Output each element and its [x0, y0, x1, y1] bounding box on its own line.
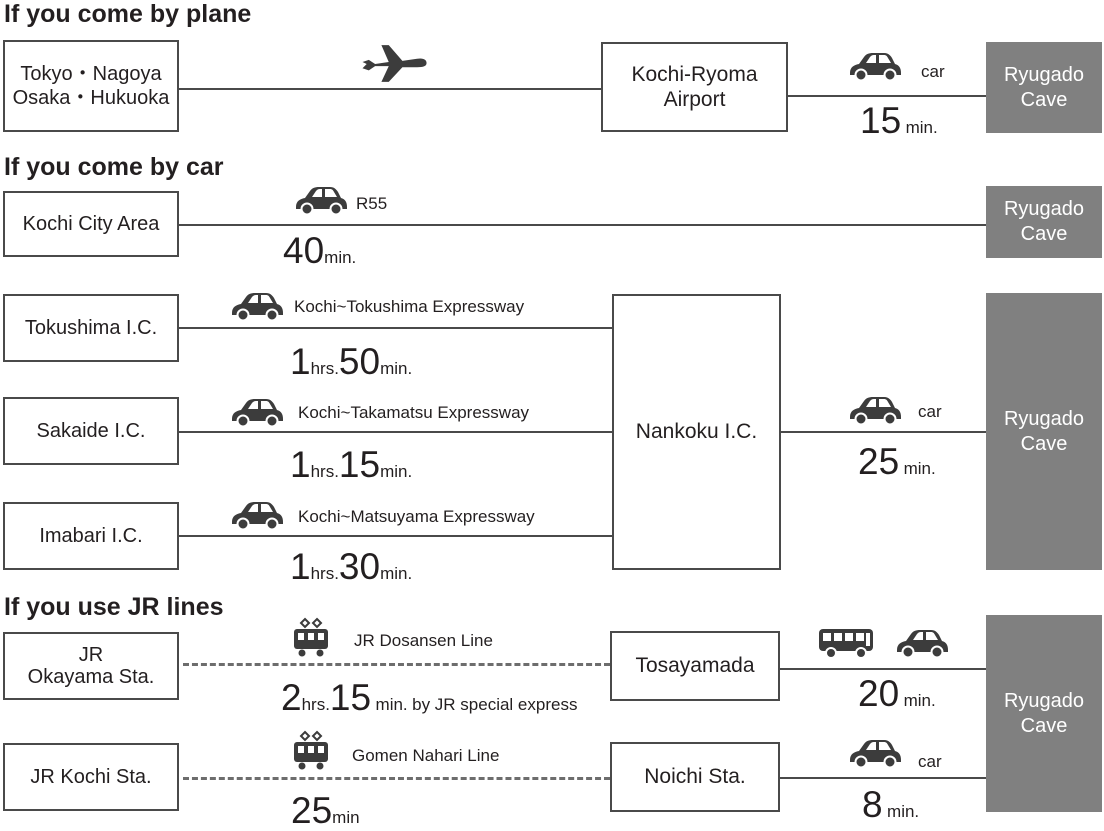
origin-line-1: Tokyo・Nagoya	[20, 63, 162, 85]
car-section-title: If you come by car	[4, 153, 224, 181]
car-icon	[228, 396, 284, 426]
airport-to-cave-line	[788, 95, 986, 97]
car-icon	[846, 50, 902, 80]
origin-box-sakaide: Sakaide I.C.	[3, 397, 179, 465]
car-icon	[228, 290, 284, 320]
plane-time: 15 min.	[860, 100, 938, 141]
kochi-time: 25min	[291, 790, 360, 831]
city-time: 40min.	[283, 230, 357, 271]
sakaide-time: 1hrs.15min.	[290, 444, 413, 485]
line-label-gomen-nahari: Gomen Nahari Line	[352, 746, 500, 765]
jr-section-title: If you use JR lines	[4, 593, 224, 621]
car-icon	[893, 627, 949, 657]
kochi-rail-line	[183, 777, 610, 780]
car-icon	[228, 499, 284, 529]
bus-icon	[817, 627, 875, 659]
route-label-r55: R55	[356, 194, 388, 213]
nankoku-time: 25 min.	[858, 441, 936, 482]
origin-box-jr-kochi: JR Kochi Sta.	[3, 743, 179, 811]
origin-box-jr-okayama: JR Okayama Sta.	[3, 632, 179, 700]
tokushima-time: 1hrs.50min.	[290, 341, 413, 382]
origin-box-kochi-city: Kochi City Area	[3, 191, 179, 257]
okayama-time: 2hrs.15 min. by JR special express	[281, 677, 578, 718]
noichi-to-cave-line	[780, 777, 986, 779]
airplane-icon	[360, 42, 428, 84]
tosayamada-to-cave-line	[780, 668, 986, 670]
origin-box-tokyo-osaka: Tokyo・Nagoya Osaka・Hukuoka	[3, 40, 179, 132]
plane-route-line	[179, 88, 602, 90]
car-icon	[846, 394, 902, 424]
mode-label-car: car	[918, 752, 942, 771]
airport-box: Kochi-Ryoma Airport	[601, 42, 788, 132]
train-icon	[291, 729, 331, 771]
origin-box-imabari: Imabari I.C.	[3, 502, 179, 570]
mode-label-car: car	[921, 62, 945, 81]
mode-label-car: car	[918, 402, 942, 421]
airport-line-1: Kochi-Ryoma	[631, 62, 758, 86]
imabari-time: 1hrs.30min.	[290, 546, 413, 587]
car-icon	[846, 737, 902, 767]
city-route-line	[179, 224, 986, 226]
route-label-tokushima: Kochi~Tokushima Expressway	[294, 297, 525, 316]
plane-section-title: If you come by plane	[4, 0, 252, 28]
route-label-matsuyama: Kochi~Matsuyama Expressway	[298, 507, 535, 526]
noichi-time: 8 min.	[862, 784, 920, 825]
sakaide-route-line	[179, 431, 612, 433]
route-label-takamatsu: Kochi~Takamatsu Expressway	[298, 403, 530, 422]
tosayamada-box: Tosayamada	[610, 631, 780, 701]
okayama-rail-line	[183, 663, 610, 666]
nankoku-to-cave-line	[781, 431, 986, 433]
line-label-dosansen: JR Dosansen Line	[354, 631, 493, 650]
noichi-sta-box: Noichi Sta.	[610, 742, 780, 812]
imabari-route-line	[179, 535, 612, 537]
car-icon	[292, 184, 348, 214]
tosayamada-time: 20 min.	[858, 673, 936, 714]
train-icon	[291, 616, 331, 658]
origin-box-tokushima: Tokushima I.C.	[3, 294, 179, 362]
nankoku-ic-box: Nankoku I.C.	[612, 294, 781, 570]
tokushima-route-line	[179, 327, 612, 329]
origin-line-2: Osaka・Hukuoka	[12, 87, 170, 109]
airport-line-2: Airport	[663, 88, 726, 111]
